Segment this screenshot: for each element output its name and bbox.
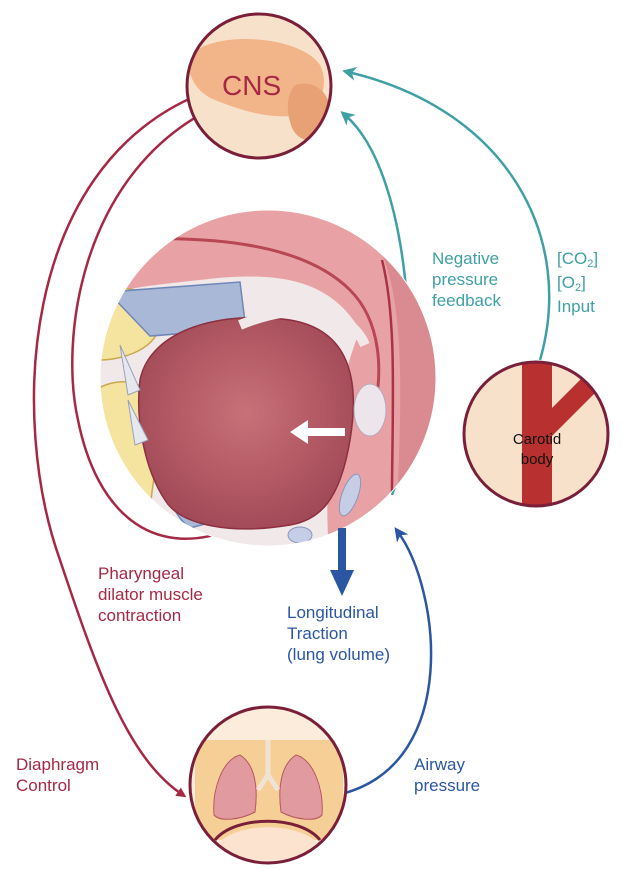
ph-line1: Pharyngeal bbox=[98, 563, 203, 584]
pharyngeal-label: Pharyngeal dilator muscle contraction bbox=[98, 563, 203, 626]
dc-line2: Control bbox=[16, 775, 99, 796]
co2-line: [CO2] bbox=[557, 248, 598, 272]
carotid-line1: Carotid bbox=[507, 430, 567, 450]
lt-line2: Traction bbox=[287, 623, 390, 644]
carotid-line2: body bbox=[507, 450, 567, 470]
lungs-circle bbox=[190, 707, 346, 863]
airway-illustration bbox=[90, 200, 450, 575]
o2-line: [O2] bbox=[557, 272, 598, 296]
lt-line3: (lung volume) bbox=[287, 644, 390, 665]
carotid-label: Carotid body bbox=[507, 430, 567, 470]
diaphragm-label: Diaphragm Control bbox=[16, 754, 99, 796]
longitudinal-traction-arrow bbox=[330, 528, 354, 596]
longitudinal-label: Longitudinal Traction (lung volume) bbox=[287, 602, 390, 665]
ph-line2: dilator muscle bbox=[98, 584, 203, 605]
cns-label: CNS bbox=[222, 70, 281, 102]
negative-feedback-label: Negative pressure feedback bbox=[432, 248, 501, 311]
nf-line2: pressure bbox=[432, 269, 501, 290]
ph-line3: contraction bbox=[98, 605, 203, 626]
ap-line2: pressure bbox=[414, 775, 480, 796]
nf-line1: Negative bbox=[432, 248, 501, 269]
lt-line1: Longitudinal bbox=[287, 602, 390, 623]
ap-line1: Airway bbox=[414, 754, 480, 775]
nf-line3: feedback bbox=[432, 290, 501, 311]
input-line: Input bbox=[557, 296, 598, 317]
airway-pressure-label: Airway pressure bbox=[414, 754, 480, 796]
chemo-input-label: [CO2] [O2] Input bbox=[557, 248, 598, 317]
dc-line1: Diaphragm bbox=[16, 754, 99, 775]
